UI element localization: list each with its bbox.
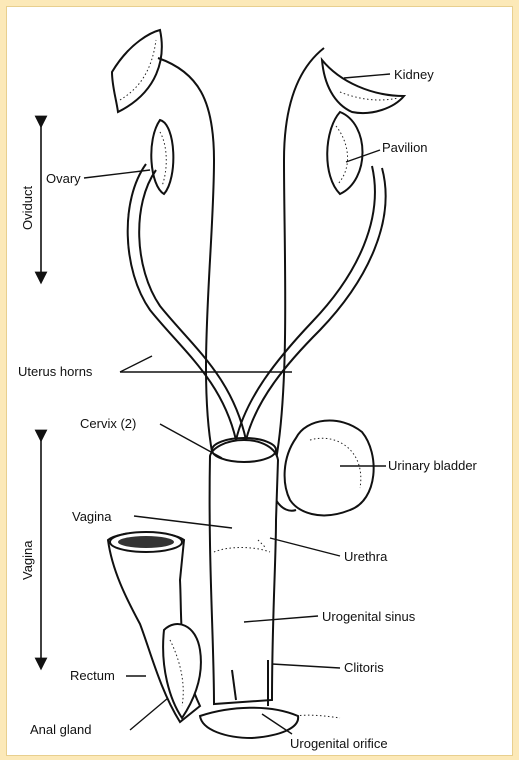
left-kidney: [112, 30, 162, 112]
label-urinary-bladder: Urinary bladder: [388, 458, 478, 473]
right-kidney: [322, 60, 404, 113]
left-ovary: [151, 120, 173, 194]
label-ovary: Ovary: [46, 171, 81, 186]
label-anal-gland: Anal gland: [30, 722, 91, 737]
label-urethra: Urethra: [344, 549, 388, 564]
label-urogenital-orifice: Urogenital orifice: [290, 736, 388, 751]
urogenital-orifice: [200, 708, 298, 738]
right-uterus-horn: [246, 168, 386, 440]
label-kidney: Kidney: [394, 67, 434, 82]
label-vagina-region: Vagina: [20, 540, 35, 580]
urinary-bladder: [285, 421, 374, 516]
label-uterus-horns: Uterus horns: [18, 364, 93, 379]
label-pavilion: Pavilion: [382, 140, 428, 155]
label-vagina: Vagina: [72, 509, 112, 524]
label-rectum: Rectum: [70, 668, 115, 683]
right-ureter: [276, 48, 324, 460]
left-uterus-horn: [128, 164, 236, 440]
label-clitoris: Clitoris: [344, 660, 384, 675]
label-urogenital-sinus: Urogenital sinus: [322, 609, 416, 624]
right-pavilion: [327, 112, 362, 194]
label-cervix: Cervix (2): [80, 416, 136, 431]
left-ureter: [158, 58, 214, 462]
label-oviduct-region: Oviduct: [20, 186, 35, 230]
